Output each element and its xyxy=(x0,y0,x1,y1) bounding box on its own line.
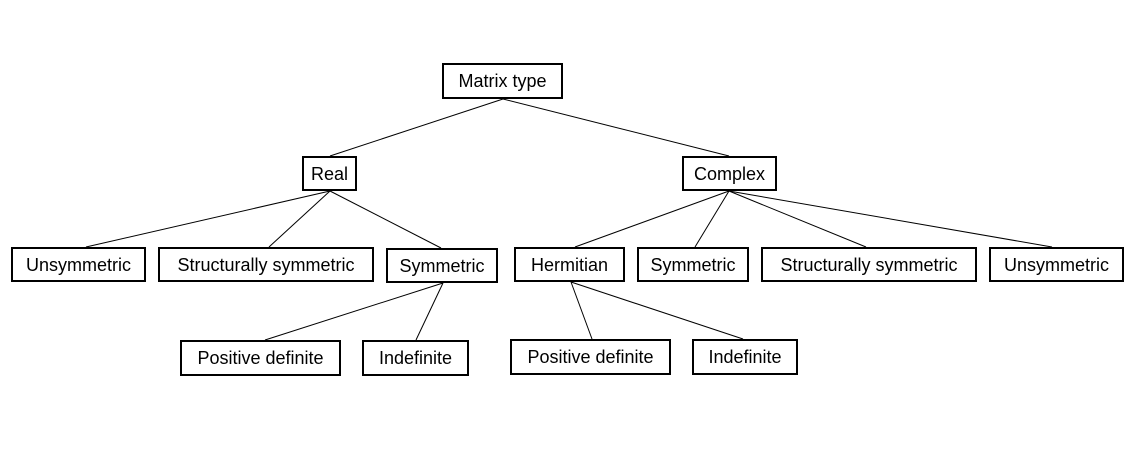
node-matrix-type: Matrix type xyxy=(442,63,563,99)
node-label: Complex xyxy=(693,163,766,184)
edge-herm-positive xyxy=(570,281,593,340)
node-label: Real xyxy=(310,163,349,184)
edge-complex-symmetric xyxy=(694,190,730,248)
node-real-symmetric-positive-definite: Positive definite xyxy=(180,340,341,376)
edge-complex-hermitian xyxy=(574,190,730,248)
node-label: Positive definite xyxy=(197,348,324,368)
edge-real-sym-indefinite xyxy=(415,282,444,341)
edge-complex-unsymmetric xyxy=(728,190,1053,248)
edge-complex-structural xyxy=(728,190,867,248)
edge-real-unsymmetric xyxy=(85,190,331,248)
node-real-symmetric: Symmetric xyxy=(386,248,498,283)
node-complex-unsymmetric: Unsymmetric xyxy=(989,247,1124,282)
node-complex-symmetric: Symmetric xyxy=(637,247,749,282)
node-label: Positive definite xyxy=(527,347,654,367)
node-complex-hermitian: Hermitian xyxy=(514,247,625,282)
node-label: Matrix type xyxy=(458,71,547,91)
node-label: Unsymmetric xyxy=(1003,254,1109,275)
edge-real-sym-positive xyxy=(264,282,444,341)
edge-root-real xyxy=(329,98,504,157)
node-label: Indefinite xyxy=(708,347,782,367)
node-hermitian-positive-definite: Positive definite xyxy=(510,339,671,375)
node-label: Structurally symmetric xyxy=(177,254,355,275)
node-real-symmetric-indefinite: Indefinite xyxy=(362,340,469,376)
node-real-unsymmetric: Unsymmetric xyxy=(11,247,146,282)
node-label: Symmetric xyxy=(399,255,485,276)
node-label: Structurally symmetric xyxy=(780,254,958,275)
node-real: Real xyxy=(302,156,357,191)
node-complex-structurally-symmetric: Structurally symmetric xyxy=(761,247,977,282)
node-real-structurally-symmetric: Structurally symmetric xyxy=(158,247,374,282)
node-label: Hermitian xyxy=(530,254,609,275)
node-label: Unsymmetric xyxy=(25,254,131,275)
edge-root-complex xyxy=(502,98,730,157)
node-hermitian-indefinite: Indefinite xyxy=(692,339,798,375)
node-label: Symmetric xyxy=(650,254,736,275)
edge-herm-indefinite xyxy=(570,281,744,340)
node-complex: Complex xyxy=(682,156,777,191)
node-label: Indefinite xyxy=(378,348,453,368)
edge-real-symmetric xyxy=(329,190,442,249)
edge-real-structural xyxy=(268,190,331,248)
